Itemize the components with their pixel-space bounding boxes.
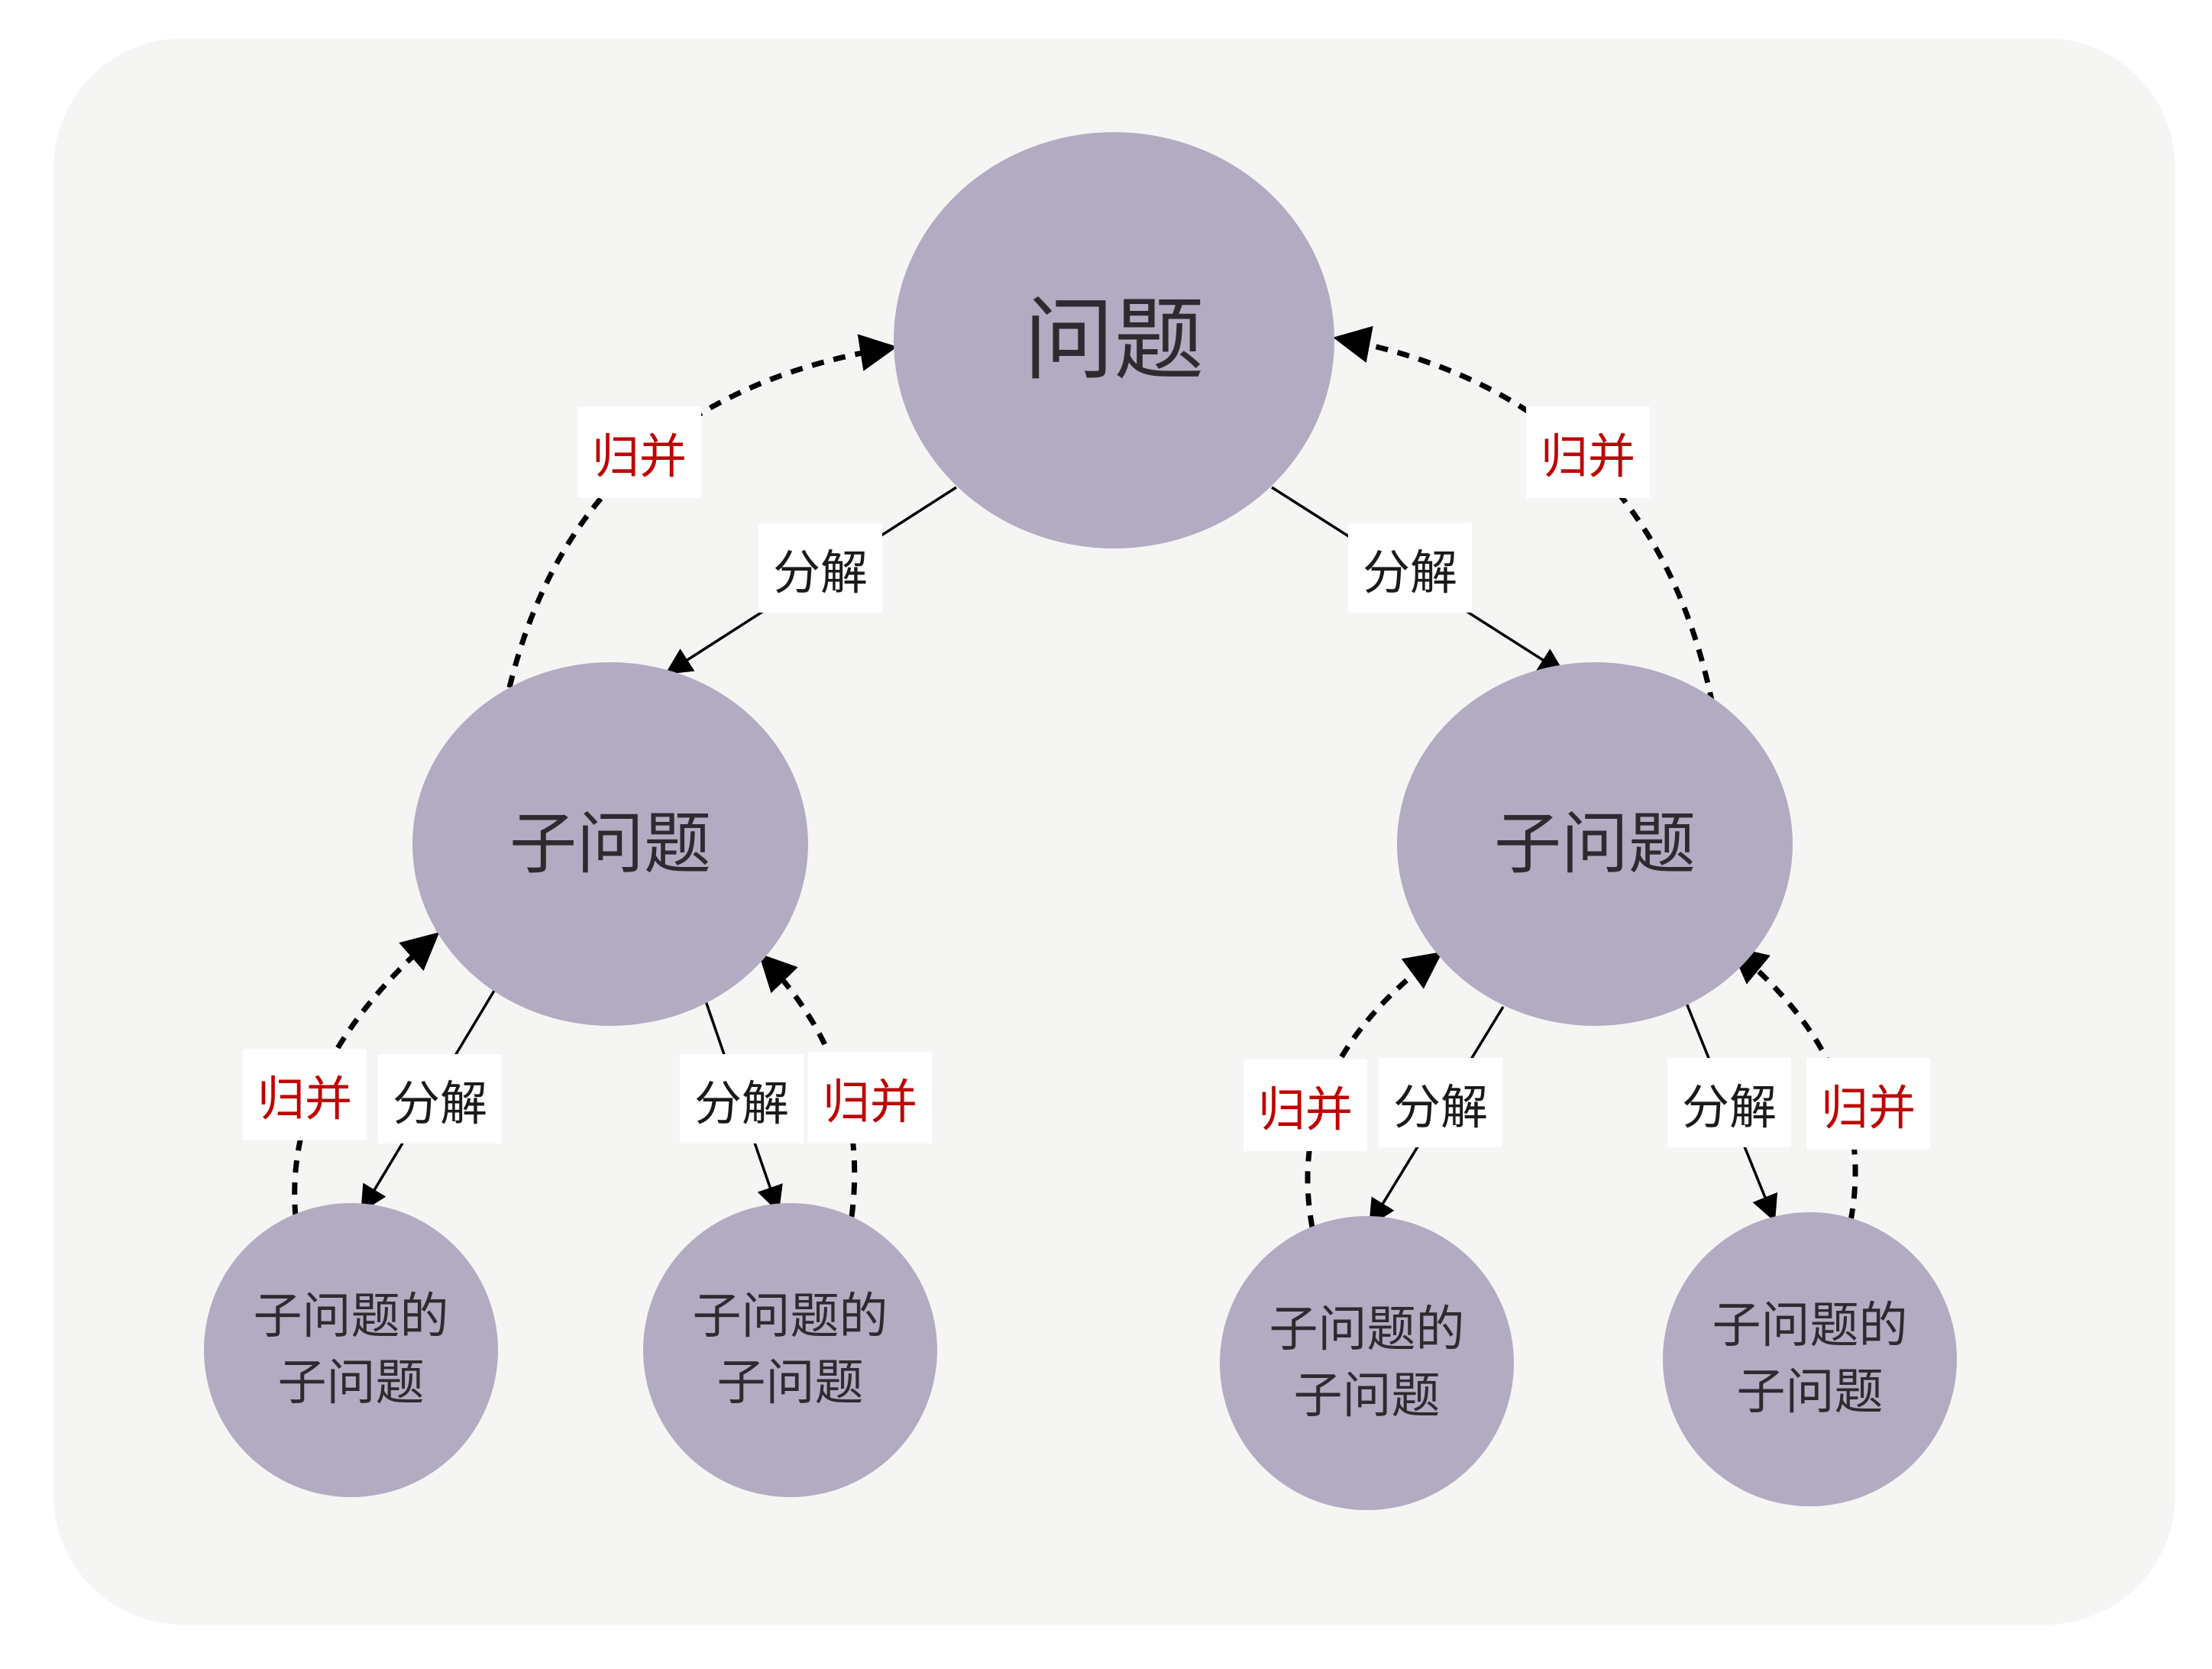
subproblem-left-label: 子问题 <box>509 804 711 883</box>
merge-label-left-root: 归并 <box>577 406 701 498</box>
split-label-midright-leaf3: 分解 <box>1379 1058 1502 1147</box>
leaf-node-1-label: 子问题的 子问题 <box>253 1289 449 1412</box>
leaf-node-4-label: 子问题的 子问题 <box>1712 1298 1908 1421</box>
subproblem-right-label: 子问题 <box>1493 804 1696 883</box>
merge-label-leaf1-midleft: 归并 <box>243 1049 367 1140</box>
merge-arrow-leaf3-midright <box>1305 951 1443 1228</box>
root-problem-node: 问题 <box>894 132 1334 548</box>
subproblem-right-node: 子问题 <box>1397 662 1793 1026</box>
split-label-midleft-leaf2: 分解 <box>680 1054 804 1143</box>
split-label-midleft-leaf1: 分解 <box>378 1054 502 1143</box>
leaf-node-3: 子问题的 子问题 <box>1220 1216 1514 1510</box>
subproblem-left-node: 子问题 <box>412 662 808 1026</box>
root-problem-label: 问题 <box>1024 286 1205 393</box>
leaf-node-2: 子问题的 子问题 <box>643 1203 937 1497</box>
merge-label-leaf4-midright: 归并 <box>1806 1058 1930 1150</box>
merge-arrow-right-root <box>1333 325 1716 705</box>
leaf-node-3-label: 子问题的 子问题 <box>1269 1302 1465 1425</box>
split-label-root-left: 分解 <box>758 523 882 613</box>
merge-arrow-leaf1-midleft <box>292 932 440 1218</box>
merge-arrow-left-root <box>506 334 897 688</box>
merge-label-leaf3-midright: 归并 <box>1243 1059 1367 1151</box>
merge-label-leaf2-midleft: 归并 <box>808 1052 932 1143</box>
split-label-midright-leaf4: 分解 <box>1667 1058 1791 1147</box>
leaf-node-1: 子问题的 子问题 <box>204 1203 498 1497</box>
split-label-root-right: 分解 <box>1348 523 1472 613</box>
merge-label-right-root: 归并 <box>1526 406 1650 498</box>
leaf-node-2-label: 子问题的 子问题 <box>692 1289 888 1412</box>
leaf-node-4: 子问题的 子问题 <box>1663 1212 1957 1506</box>
